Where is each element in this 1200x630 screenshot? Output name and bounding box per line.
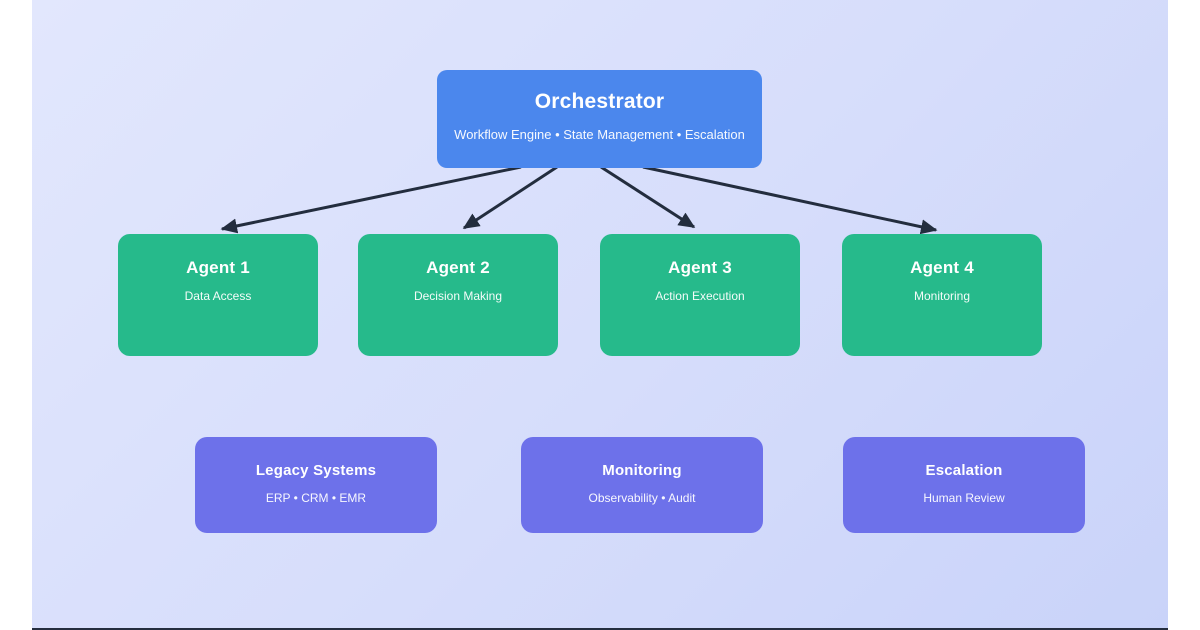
legacy-systems-node: Legacy Systems ERP • CRM • EMR: [195, 437, 437, 533]
agent-1-subtitle: Data Access: [184, 289, 252, 303]
escalation-subtitle: Human Review: [923, 491, 1005, 505]
monitoring-subtitle: Observability • Audit: [588, 491, 696, 505]
escalation-title: Escalation: [925, 462, 1003, 479]
agent-2-node: Agent 2 Decision Making: [358, 234, 558, 356]
monitoring-node: Monitoring Observability • Audit: [521, 437, 763, 533]
agent-2-subtitle: Decision Making: [413, 289, 503, 303]
escalation-node: Escalation Human Review: [843, 437, 1085, 533]
agent-3-subtitle: Action Execution: [655, 289, 745, 303]
agent-1-node: Agent 1 Data Access: [118, 234, 318, 356]
orchestrator-node: Orchestrator Workflow Engine • State Man…: [437, 70, 762, 168]
agent-2-title: Agent 2: [426, 258, 490, 277]
legacy-systems-title: Legacy Systems: [255, 462, 377, 479]
agent-4-node: Agent 4 Monitoring: [842, 234, 1042, 356]
bottom-edge-bar: [32, 628, 1168, 630]
orchestrator-title: Orchestrator: [534, 90, 665, 113]
legacy-systems-subtitle: ERP • CRM • EMR: [265, 491, 367, 505]
agent-1-title: Agent 1: [186, 258, 250, 277]
agent-4-subtitle: Monitoring: [913, 289, 971, 303]
agent-3-node: Agent 3 Action Execution: [600, 234, 800, 356]
agent-4-title: Agent 4: [910, 258, 974, 277]
orchestrator-subtitle: Workflow Engine • State Management • Esc…: [454, 127, 745, 142]
monitoring-title: Monitoring: [602, 462, 682, 479]
agent-3-title: Agent 3: [668, 258, 732, 277]
